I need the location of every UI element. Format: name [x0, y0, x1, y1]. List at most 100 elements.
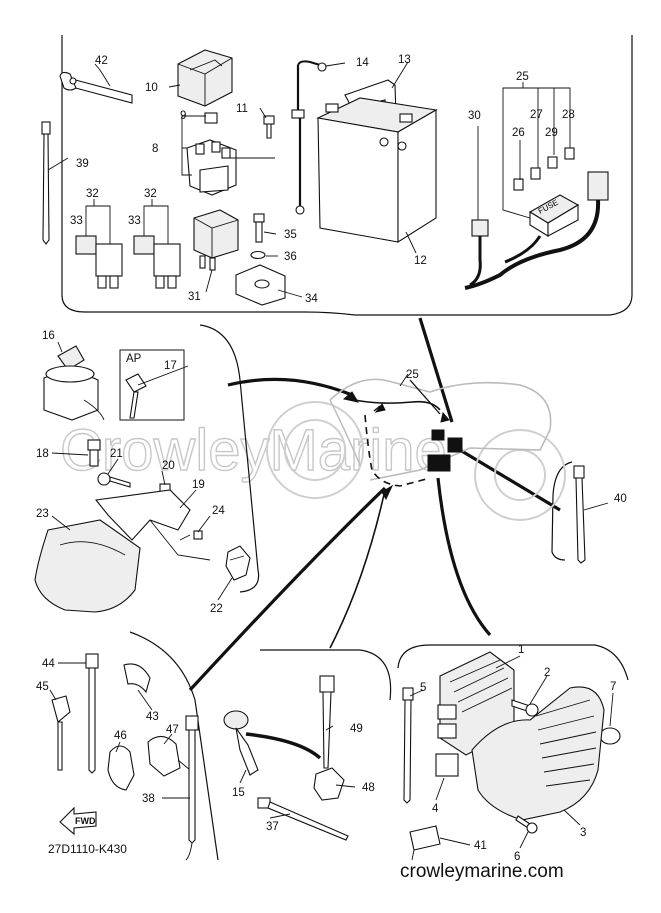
part-40-cable-tie — [573, 465, 586, 564]
right-side-frame — [551, 461, 573, 561]
callout-labels: 42 10 9 8 11 14 13 12 25 30 27 28 26 29 … — [36, 54, 627, 863]
callout-49: 49 — [350, 723, 363, 735]
callout-30: 30 — [468, 110, 481, 122]
callout-21: 21 — [110, 448, 123, 460]
bottom-middle-frame — [260, 649, 392, 701]
callout-29: 29 — [545, 127, 558, 139]
callout-1: 1 — [518, 644, 524, 656]
part-47-holder — [147, 735, 191, 777]
callout-34: 34 — [305, 293, 318, 305]
part-38-cable-tie — [185, 715, 199, 861]
callout-31: 31 — [188, 291, 201, 303]
part-15-sensor — [223, 710, 322, 776]
callout-19: 19 — [192, 479, 205, 491]
callout-5: 5 — [420, 682, 426, 694]
callout-22: 22 — [210, 603, 223, 615]
callout-41: 41 — [474, 840, 487, 852]
part-6-bolt — [515, 815, 538, 834]
part-36-washer — [250, 250, 266, 260]
callout-28: 28 — [562, 109, 575, 121]
part-45-clip — [51, 695, 71, 771]
callout-32b: 32 — [144, 188, 157, 200]
site-footer: crowleymarine.com — [400, 861, 564, 882]
part-3-cover — [471, 686, 605, 821]
callout-24: 24 — [212, 505, 225, 517]
callout-leaders — [47, 61, 614, 849]
part-12-battery — [316, 97, 438, 243]
bottom-right-frame — [397, 644, 629, 681]
callout-39: 39 — [76, 158, 89, 170]
part-49-cable-tie — [319, 675, 335, 769]
callout-17: 17 — [164, 360, 177, 372]
callout-44: 44 — [42, 658, 55, 670]
callout-27: 27 — [530, 109, 543, 121]
callout-16: 16 — [42, 330, 55, 342]
callout-32a: 32 — [86, 188, 99, 200]
part-17-key — [125, 373, 147, 419]
part-9-fuse — [204, 112, 218, 124]
callout-26: 26 — [512, 127, 525, 139]
part-46-clamp — [107, 745, 135, 791]
callout-12: 12 — [414, 255, 427, 267]
svg-text:FWD: FWD — [75, 816, 96, 826]
callout-6: 6 — [514, 851, 520, 863]
part-22-clamp — [225, 545, 251, 581]
fwd-arrow: FWD — [59, 806, 97, 836]
callout-33b: 33 — [128, 215, 141, 227]
part-4-plate — [435, 753, 459, 777]
callout-35: 35 — [284, 229, 297, 241]
callout-43: 43 — [146, 711, 159, 723]
callout-4: 4 — [432, 803, 439, 815]
callout-37: 37 — [266, 821, 279, 833]
callout-8: 8 — [152, 143, 158, 155]
callout-42: 42 — [95, 55, 108, 67]
part-16-main-switch — [43, 345, 105, 421]
arrow-head — [381, 484, 394, 501]
part-11-bolt — [263, 115, 275, 139]
part-32-33-connectors — [75, 235, 181, 289]
part-5-cable-tie — [402, 687, 414, 804]
part-41-connector — [409, 825, 441, 861]
part-2-bolt — [511, 699, 539, 717]
part-23-cover — [34, 519, 141, 613]
callout-23: 23 — [36, 508, 49, 520]
callout-46: 46 — [114, 730, 127, 742]
motorcycle-outline — [266, 378, 566, 521]
part-10-cover — [177, 49, 233, 107]
part-26-29-fuses — [513, 147, 575, 191]
callout-20: 20 — [162, 460, 175, 472]
callout-45: 45 — [36, 681, 49, 693]
part-37-cable-tie — [257, 797, 349, 841]
watermark: CrowleyMarine — [60, 418, 447, 483]
callout-13: 13 — [398, 54, 411, 66]
callout-25-top: 25 — [516, 71, 529, 83]
callout-9: 9 — [180, 110, 186, 122]
part-44-cable-tie — [85, 653, 99, 774]
part-14-cable — [291, 60, 327, 215]
part-21-bolt — [97, 472, 131, 488]
leader-battery-to-bike — [418, 317, 454, 423]
part-48-clamp — [313, 767, 345, 801]
callout-33a: 33 — [70, 215, 83, 227]
callout-11: 11 — [236, 103, 248, 115]
part-25-fuse-box: FUSE — [464, 171, 609, 290]
part-31-relay — [193, 209, 239, 271]
part-8-starter-relay — [186, 139, 275, 196]
callout-40: 40 — [614, 493, 627, 505]
callout-47: 47 — [166, 724, 179, 736]
callout-2: 2 — [544, 667, 550, 679]
callout-18: 18 — [36, 448, 49, 460]
leader-bike-to-49 — [329, 489, 386, 649]
ap-box — [119, 349, 185, 421]
callout-48: 48 — [362, 782, 375, 794]
top-section-frame — [61, 35, 633, 316]
left-section-frame — [199, 324, 260, 593]
callout-15: 15 — [232, 787, 245, 799]
leader-switch-to-bike — [227, 377, 353, 397]
bottom-left-frame — [129, 631, 219, 861]
part-39-cable-tie — [41, 121, 51, 245]
diagram-code: 27D1110-K430 — [48, 842, 127, 856]
callout-7: 7 — [610, 681, 616, 693]
part-34-sensor — [235, 264, 286, 306]
